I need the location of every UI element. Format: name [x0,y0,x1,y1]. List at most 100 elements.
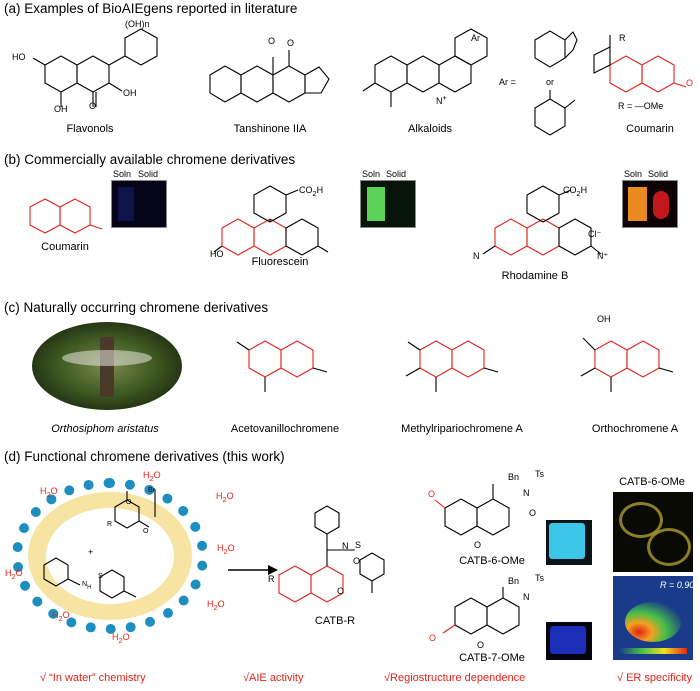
micelle-diagram [12,478,212,638]
water-label: H2O [5,568,23,581]
o-label: O [529,508,537,518]
panel-d-title: (d) Functional chromene derivatives (thi… [4,449,285,464]
o-label: O [287,38,295,48]
water-label: H2O [112,632,130,645]
ho-label: HO [12,52,26,62]
catb-r-structure [278,505,385,603]
fluorescein-fluorescence-photo [360,180,416,228]
oh-n-label: (OH)n [125,19,150,29]
rhodamine-fluorescence-photo [622,180,678,228]
compound-fluorescein: Fluorescein [251,256,309,268]
n-label: N [342,541,349,551]
water-label: H2O [216,491,234,504]
solid-label: Solid [386,169,407,179]
catb-6-ome-structure [434,484,510,536]
o-label: O [353,556,361,566]
o-label: O [474,540,482,550]
cyan-powder [549,523,585,559]
water-label: H2O [40,486,58,499]
dimethoxyphenyl-structure [534,90,576,136]
cell-er-signal-1 [619,502,663,538]
benzodioxole-structure [534,30,578,68]
chloride-label: Cl⁻ [588,229,602,239]
compound-acetovanillochromene: Acetovanillochromene [230,423,340,435]
o-label: O [477,640,485,650]
r-label: R [268,574,275,584]
compound-methylripariochromene: Methylripariochromene A [401,423,523,435]
water-label: H2O [143,470,161,483]
compound-catb-r: CATB-R [314,615,356,627]
panel-b-title: (b) Commercially available chromene deri… [4,152,296,167]
water-label: H2O [52,610,70,623]
co2h-label: CO2H [299,185,324,198]
confocal-cell-image [613,492,693,572]
soln-label: Soln [113,169,132,179]
scatter-colorbar [619,648,687,654]
alkaloid-structure [362,28,488,107]
s-label: S [355,540,362,550]
or-label: or [546,77,555,87]
water-label: H2O [207,599,225,612]
cell-er-signal-2 [647,528,691,566]
o-label: O [143,528,149,535]
ts-label: Ts [535,469,544,479]
compound-tanshinone: Tanshinone IIA [233,123,307,135]
panel-c-title: (c) Naturally occurring chromene derivat… [4,300,269,315]
ho-label: HO [210,249,224,259]
cell-image-label: CATB-6-OMe [619,476,685,488]
catb-6-ome-powder-photo [546,520,592,565]
feature-regiostructure: √Regiostructure dependence [384,672,526,684]
n-label: NH [82,581,92,591]
blue-powder [550,626,586,654]
r-label: R [619,33,626,43]
micelle-interior [46,508,174,604]
fluorescein-structure [213,185,329,256]
coumarin-b-structure [29,198,103,234]
co2h-label: CO2H [563,185,588,198]
feature-in-water: √ “In water” chemistry [40,672,146,684]
compound-coumarin-a: Coumarin [626,123,674,135]
methylripariochromene-structure [405,340,499,392]
oh-label-2: OH [54,104,68,114]
tanshinone-structure [209,50,330,103]
solid-label: Solid [648,169,669,179]
water-label: H2O [217,543,235,556]
rhodamine-solid-sample [653,191,669,219]
o-label: O [126,499,132,506]
orthochromene-structure [580,337,674,392]
acetovanillochromene-structure [236,340,328,392]
o-label: O [337,586,345,596]
coumarin-a-structure [593,35,687,93]
micelle-shell [12,478,208,634]
compound-catb-6-ome: CATB-6-OMe [459,555,525,567]
oh-label: OH [597,314,611,324]
n-label: N [523,592,530,602]
n-label: N [523,488,530,498]
oh-label-1: OH [123,88,137,98]
compound-orthochromene: Orthochromene A [591,423,679,435]
ts-label: Ts [535,573,544,583]
plus-label: + [88,547,94,557]
correlation-coefficient: R = 0.90 [660,580,695,590]
flavonol-structure [32,28,158,107]
o-label: O [429,633,437,643]
n-plus-label: N+ [436,93,447,106]
bn-label: Bn [508,472,520,482]
br-label: Br [148,487,155,494]
rhodamine-soln-vial [628,187,647,221]
o-label: O [268,36,276,46]
plant-flowers [62,350,152,366]
r-label: R [107,521,113,528]
catb-7-ome-structure [442,587,520,635]
solid-label: Solid [138,169,159,179]
n-label: N [473,251,480,261]
bn-label: Bn [508,576,520,586]
feature-er-specificity: √ ER specificity [617,672,693,684]
scatter-density [625,602,681,642]
micelle-reactants-structure [114,489,156,529]
compound-coumarin-b: Coumarin [41,241,89,253]
s-label: S [98,573,103,580]
plant-stem [100,337,114,397]
catb-7-ome-powder-photo [546,622,592,660]
o-label: O [686,78,694,88]
